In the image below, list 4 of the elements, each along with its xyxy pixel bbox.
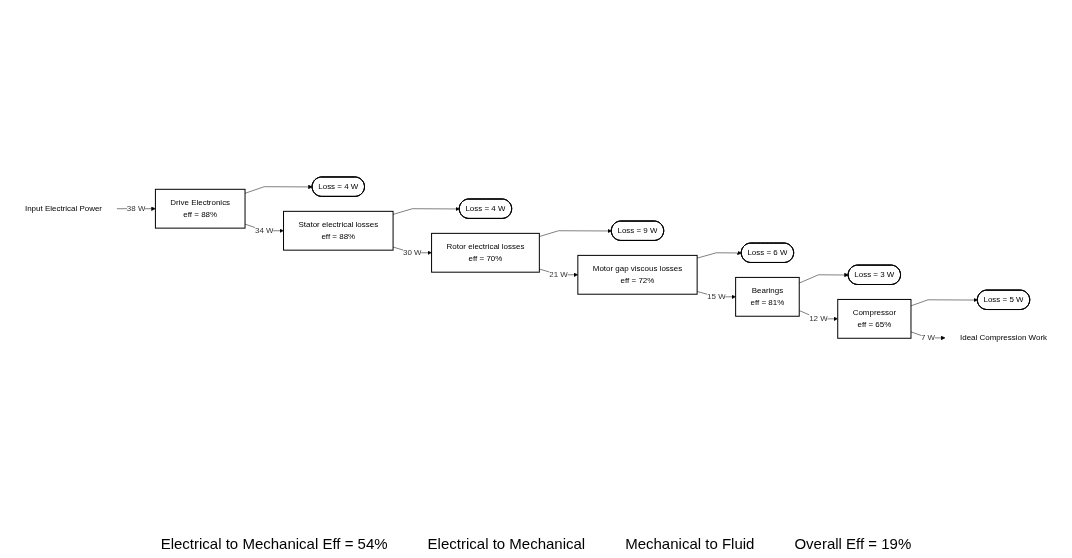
note-text: Electrical to Mechanical bbox=[427, 535, 586, 552]
note-text: Electrical to Mechanical Eff = 54% bbox=[160, 535, 388, 552]
note-text: Mechanical to Fluid bbox=[625, 535, 755, 552]
note-text: Overall Eff = 19% bbox=[794, 535, 912, 552]
